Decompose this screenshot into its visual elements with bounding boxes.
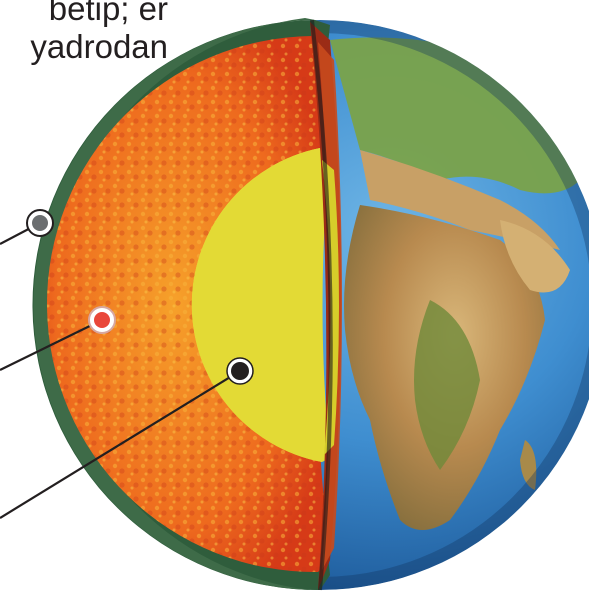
core-leader-line — [0, 370, 241, 519]
crust-marker — [26, 209, 54, 237]
figure-caption: betip; er yadrodan — [30, 0, 168, 65]
mantle-leader-line — [0, 319, 103, 371]
mantle-marker — [88, 306, 116, 334]
cutaway-section — [32, 18, 342, 591]
core-marker — [226, 357, 254, 385]
